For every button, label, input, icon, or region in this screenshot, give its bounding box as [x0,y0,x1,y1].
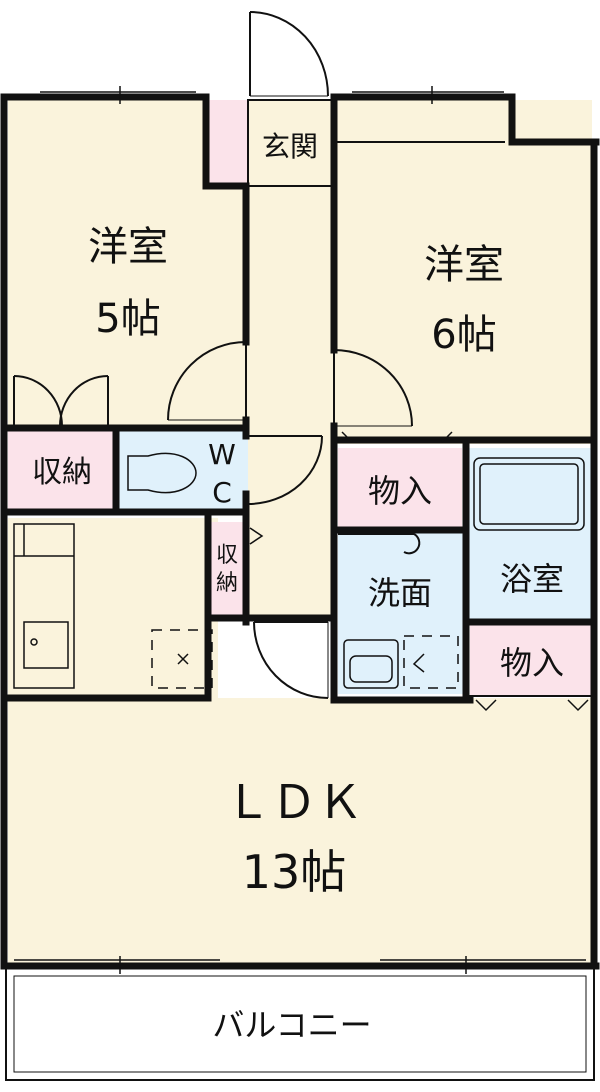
toilet-bowl [127,452,197,494]
room-6-size: 6帖 [431,312,496,358]
labels: 洋室 5帖 洋室 6帖 玄関 収納 W C 収 納 物入 洗面 浴室 物入 ＬＤ… [32,130,564,1044]
hall-closet-floor [208,522,246,616]
toilet-label-w: W [208,438,236,471]
entrance-label: 玄関 [262,130,318,163]
bathtub [473,457,585,531]
hall-closet-label-2: 納 [216,571,238,596]
washroom-label: 洗面 [368,574,432,612]
room-5-size: 5帖 [95,296,160,342]
kitchen-floor [8,518,218,700]
storage-bottom-floor [470,624,592,696]
fridge-space [151,629,213,689]
balcony [5,967,595,1081]
washing-machine [403,635,459,689]
storage-bottom-label: 物入 [500,644,564,682]
windows [14,86,586,974]
walls [0,93,600,970]
ldk-size: 13帖 [242,845,347,899]
balcony-label: バルコニー [212,1006,371,1044]
toilet-label-c: C [212,476,232,509]
room-fills [8,100,592,963]
doors [13,11,589,712]
room-5-name: 洋室 [88,224,168,270]
hallway-floor [246,185,334,620]
storage-top-label: 物入 [368,472,432,510]
closet-left-label: 収納 [32,455,92,490]
ldk-floor [8,698,592,963]
washroom-floor [338,532,466,694]
western-room-6-floor [334,100,592,444]
entrance-floor [248,100,332,186]
storage-top-floor [338,448,462,528]
bathroom-label: 浴室 [500,560,564,598]
bathroom-floor [466,448,592,620]
ldk-name: ＬＤＫ [225,775,363,829]
closet-left-floor [8,430,114,510]
toilet-floor [118,430,248,510]
fixtures [13,452,585,689]
hall-closet-label-1: 収 [216,543,238,568]
entrance-shoebox-floor [208,100,248,184]
washbasin [343,639,399,689]
kitchen-counter [13,523,75,689]
room-6-name: 洋室 [424,242,504,288]
